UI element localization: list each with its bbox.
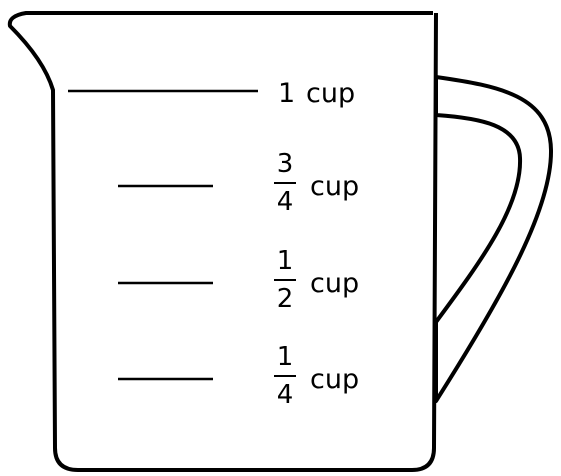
quarter-numerator: 1 xyxy=(277,342,294,372)
three-quarter-cup-unit: cup xyxy=(310,171,359,202)
quarter-cup-unit: cup xyxy=(310,364,359,395)
half-denominator: 2 xyxy=(277,284,294,314)
cup-handle xyxy=(436,77,551,401)
three-quarter-numerator: 3 xyxy=(277,149,294,179)
quarter-denominator: 4 xyxy=(277,380,294,410)
half-numerator: 1 xyxy=(277,246,294,276)
one-cup-unit: cup xyxy=(306,78,355,109)
half-cup-unit: cup xyxy=(310,268,359,299)
cup-body xyxy=(10,13,436,470)
three-quarter-denominator: 4 xyxy=(277,187,294,217)
one-cup-number: 1 xyxy=(278,78,295,109)
